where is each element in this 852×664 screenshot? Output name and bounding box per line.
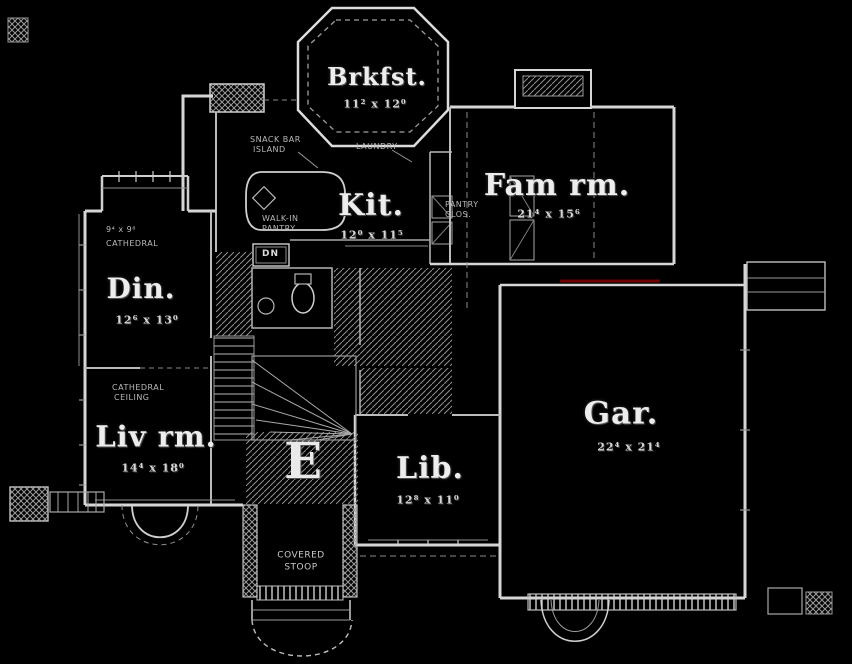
annotation-din-note-1: 9⁴ x 9⁸: [106, 225, 136, 234]
annotation-liv-note-2: CEILING: [114, 393, 150, 402]
room-dims-fam: 21⁴ x 15⁶: [517, 207, 581, 221]
entry-marker: E: [284, 431, 323, 490]
annotation-stoop-1: COVERED: [277, 550, 325, 561]
room-label-kit: Kit.: [338, 188, 404, 223]
room-dims-gar: 22⁴ x 21⁴: [597, 440, 661, 454]
room-label-lib: Lib.: [396, 451, 464, 486]
room-label-gar: Gar.: [583, 395, 659, 432]
annotation-liv-note-1: CATHEDRAL: [112, 383, 165, 392]
annotation-din-note-2: CATHEDRAL: [106, 239, 159, 248]
annotation-stoop-2: STOOP: [284, 562, 318, 573]
room-dims-kit: 12⁰ x 11⁵: [340, 228, 404, 242]
room-dims-brkfst: 11² x 12⁰: [343, 97, 407, 111]
annotation-walkin-1: WALK-IN: [262, 214, 299, 223]
annotation-island: ISLAND: [253, 145, 286, 154]
room-dims-liv: 14⁴ x 18⁰: [121, 461, 185, 475]
room-dims-lib: 12⁸ x 11⁰: [396, 493, 460, 507]
room-label-brkfst: Brkfst.: [327, 62, 427, 91]
room-label-liv: Liv rm.: [95, 419, 217, 454]
annotation-laundry: LAUNDRY: [356, 142, 398, 151]
annotation-snack-bar: SNACK BAR: [250, 135, 301, 144]
annotation-pantry-2: CLOS.: [445, 210, 472, 219]
annotation-pantry-1: PANTRY: [445, 200, 479, 209]
stairs-dn-label: DN: [262, 249, 280, 259]
annotation-walkin-2: PANTRY: [262, 224, 296, 233]
room-dims-din: 12⁶ x 13⁰: [115, 313, 179, 327]
room-label-din: Din.: [106, 272, 176, 305]
room-label-fam: Fam rm.: [483, 168, 631, 203]
